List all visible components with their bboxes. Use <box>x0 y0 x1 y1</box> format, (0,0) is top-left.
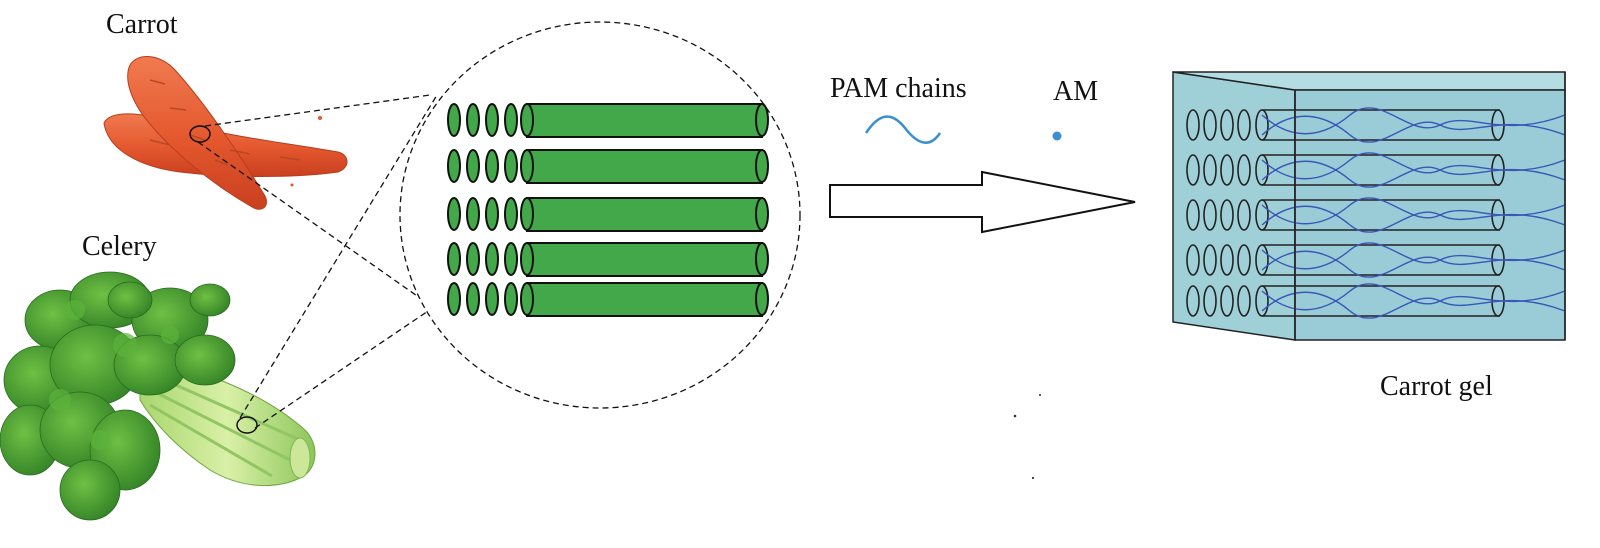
dot-icon <box>1052 131 1062 141</box>
gel-fiber-row <box>1186 283 1566 319</box>
celery-sample-ring <box>236 416 258 434</box>
zoom-guide-lines <box>197 94 438 429</box>
fiber-row <box>447 282 769 317</box>
carrot-gel-block <box>1172 71 1566 341</box>
carrot-label: Carrot <box>106 9 178 40</box>
gel-fiber-row <box>1186 242 1566 278</box>
carrot-gel-label: Carrot gel <box>1380 371 1493 402</box>
gel-fiber-rows <box>1186 107 1566 319</box>
gel-fiber-row <box>1186 107 1566 143</box>
right-arrow-icon <box>829 170 1136 234</box>
cellulose-fibers <box>447 103 769 317</box>
celery-icon <box>0 271 316 521</box>
fiber-row <box>447 149 769 184</box>
celery-label: Celery <box>82 231 157 262</box>
pam-chains-label: PAM chains <box>830 73 967 104</box>
carrot-icon <box>103 56 348 210</box>
gel-fiber-row <box>1186 152 1566 188</box>
gel-fiber-row <box>1186 197 1566 233</box>
fiber-row <box>447 242 769 277</box>
fiber-row <box>447 197 769 232</box>
fiber-row <box>447 103 769 138</box>
carrot-sample-ring <box>189 125 211 143</box>
am-label: AM <box>1053 76 1098 107</box>
wave-icon <box>864 115 942 144</box>
